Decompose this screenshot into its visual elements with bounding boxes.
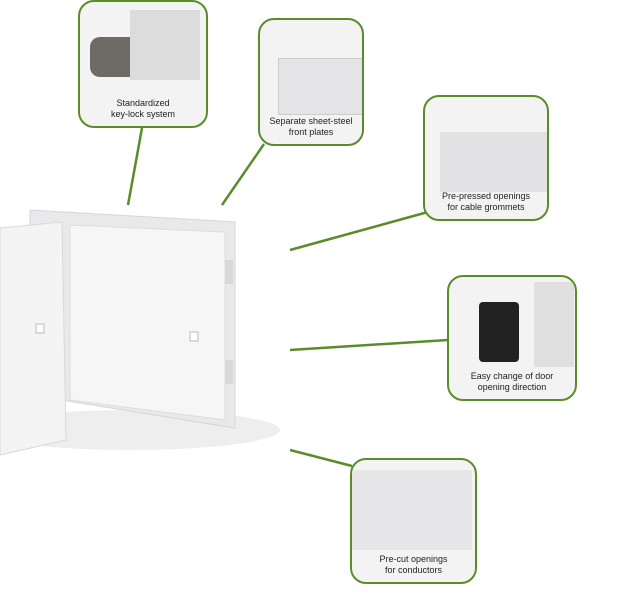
feature-label: for cable grommets bbox=[447, 202, 525, 212]
front-plate-image bbox=[278, 58, 362, 115]
feature-label: key-lock system bbox=[110, 109, 175, 119]
feature-label: Pre-pressed openings bbox=[441, 191, 531, 201]
feature-label: front plates bbox=[288, 127, 334, 137]
feature-label: Separate sheet-steel bbox=[269, 116, 353, 126]
hinge-image bbox=[479, 302, 519, 362]
cabinet-illustration bbox=[0, 209, 280, 456]
openings-image bbox=[352, 470, 472, 550]
grommet-image bbox=[440, 132, 547, 192]
feature-label: Standardized bbox=[116, 98, 170, 108]
feature-label: opening direction bbox=[477, 382, 547, 392]
feature-label: Pre-cut openings bbox=[379, 554, 448, 564]
feature-label: for conductors bbox=[384, 565, 443, 575]
feature-label: Easy change of door bbox=[470, 371, 554, 381]
